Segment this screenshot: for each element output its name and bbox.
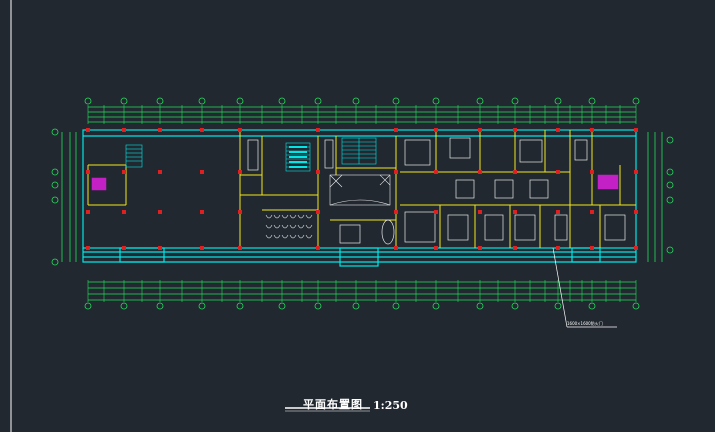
top-dimension-lines	[88, 106, 636, 123]
meeting-seats	[265, 146, 313, 239]
meeting-tables	[247, 137, 626, 245]
structural-columns	[86, 128, 638, 250]
stair-center	[341, 137, 377, 165]
drawing-title: 平面布置图	[303, 398, 363, 411]
bottom-axis-bubbles	[84, 302, 640, 310]
left-axis-bubbles	[51, 128, 59, 266]
stair-left	[125, 144, 143, 168]
left-dimension-lines	[61, 132, 77, 262]
drawing-scale: 1:250	[373, 399, 408, 412]
right-axis-bubbles	[666, 136, 674, 254]
right-dimension-lines	[647, 132, 663, 262]
equipment-zones	[91, 174, 619, 191]
top-axis-bubbles	[84, 97, 640, 105]
bottom-dimension-ticks	[87, 280, 637, 302]
title-underline	[285, 407, 370, 412]
top-dimension-ticks	[87, 105, 637, 124]
callout-leader	[552, 247, 617, 328]
outer-walls	[82, 129, 637, 267]
central-lobby	[329, 174, 391, 206]
fire-door-callout: 1600×1600防火门	[567, 321, 603, 326]
interior-partitions	[87, 130, 636, 248]
bottom-dimension-lines	[88, 281, 636, 301]
